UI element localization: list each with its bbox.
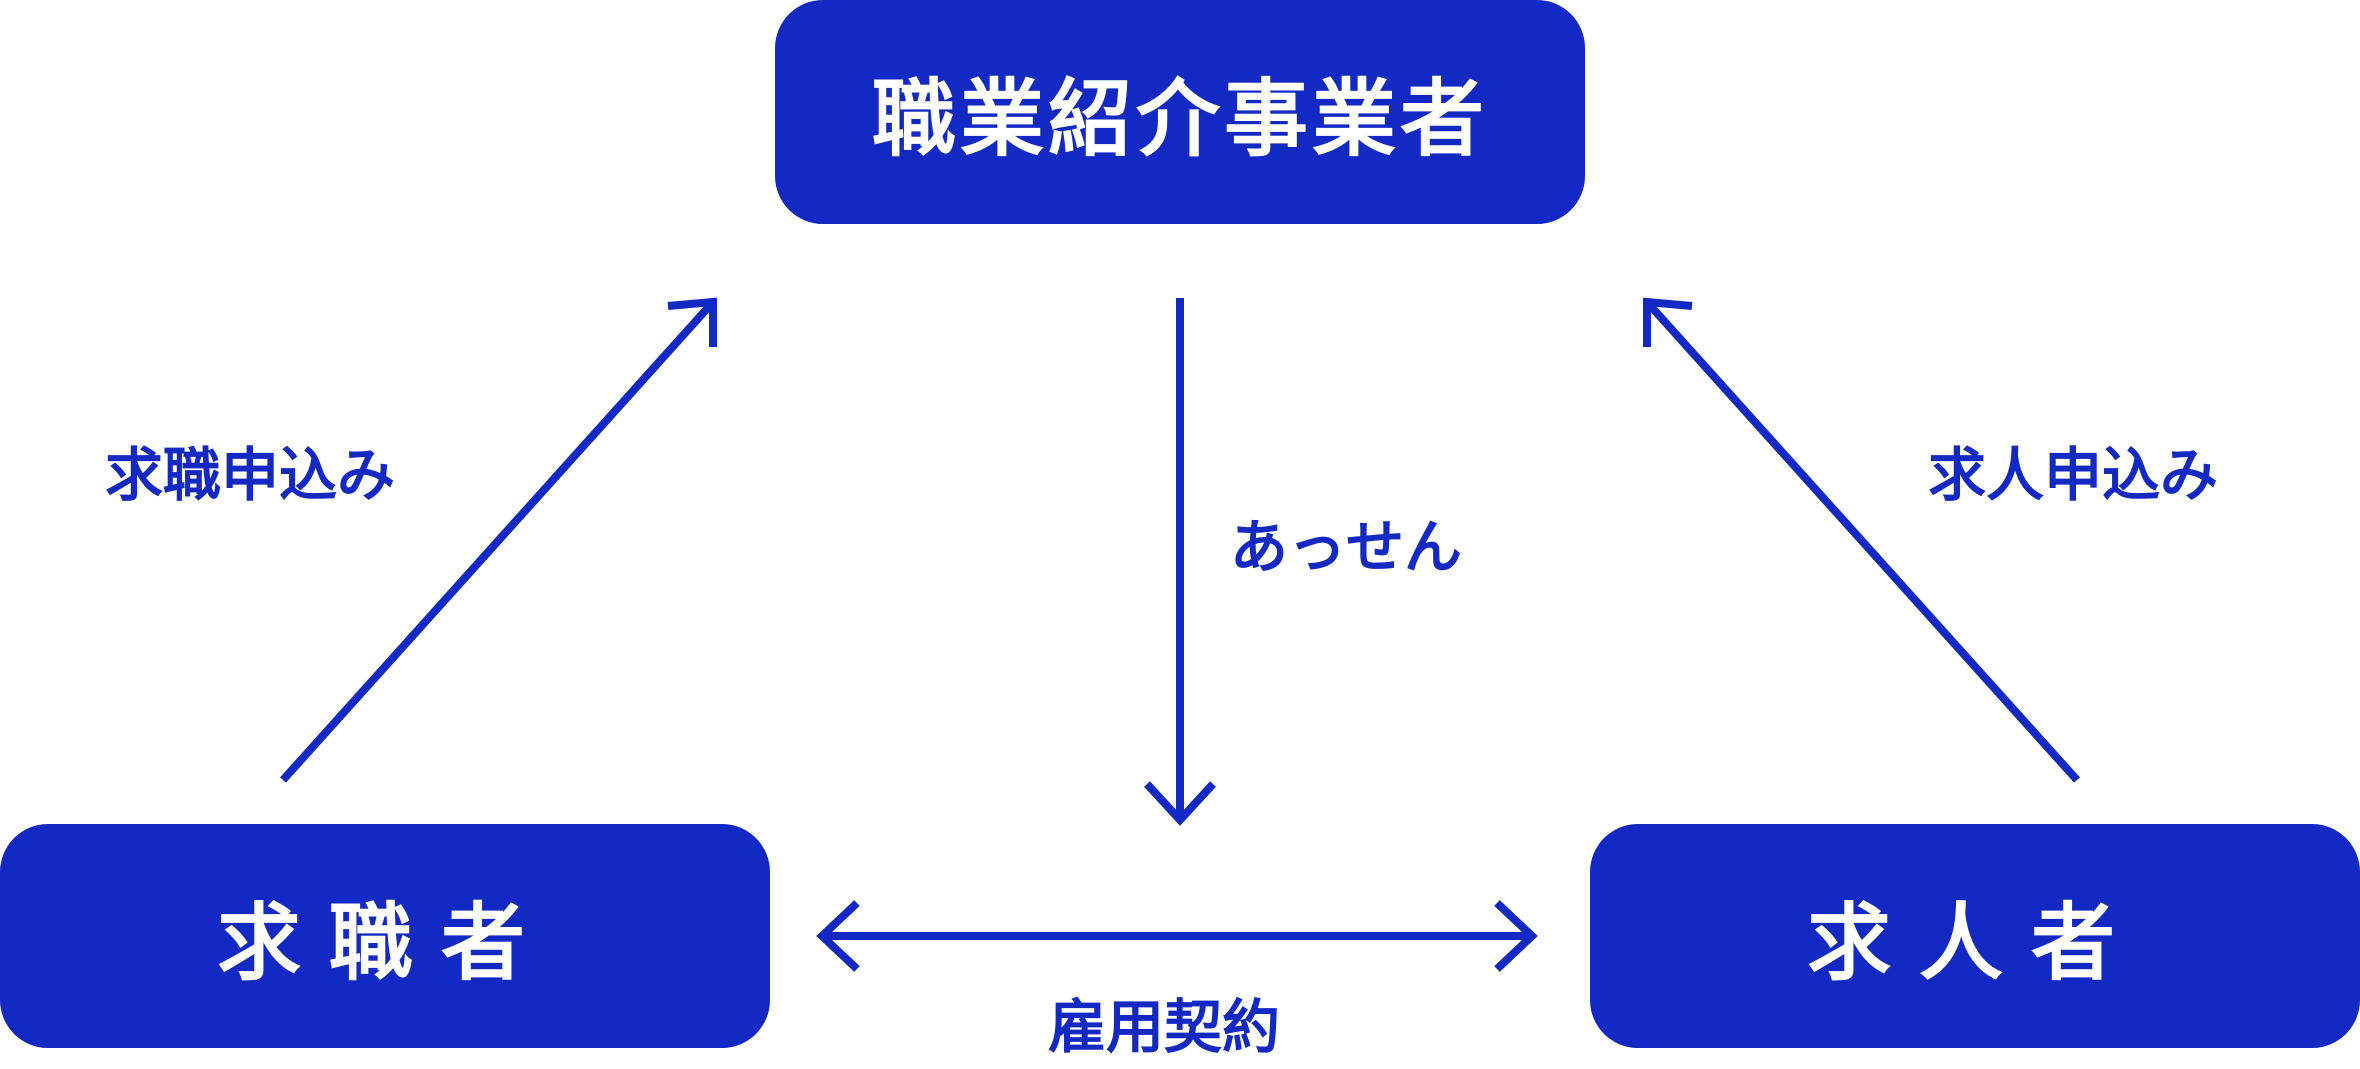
edge-label-job-application: 求職申込み	[105, 441, 396, 509]
arrow-employer-to-agency	[1643, 297, 2080, 783]
node-job-seeker: 求職者	[0, 824, 770, 1048]
node-employment-agency: 職業紹介事業者	[775, 0, 1585, 224]
arrow-seeker-to-agency	[280, 297, 717, 783]
node-job-seeker-label: 求職者	[216, 893, 553, 992]
arrow-seeker-employer-bidirectional	[816, 900, 1538, 972]
node-employment-agency-label: 職業紹介事業者	[871, 69, 1488, 168]
node-employer-label: 求人者	[1806, 893, 2143, 992]
arrow-agency-down	[1144, 298, 1216, 826]
edge-label-employment-contract: 雇用契約	[1048, 993, 1281, 1061]
edge-label-job-offer-application: 求人申込み	[1928, 441, 2219, 509]
node-employer: 求人者	[1590, 824, 2360, 1048]
edge-label-mediation: あっせん	[1230, 513, 1463, 581]
